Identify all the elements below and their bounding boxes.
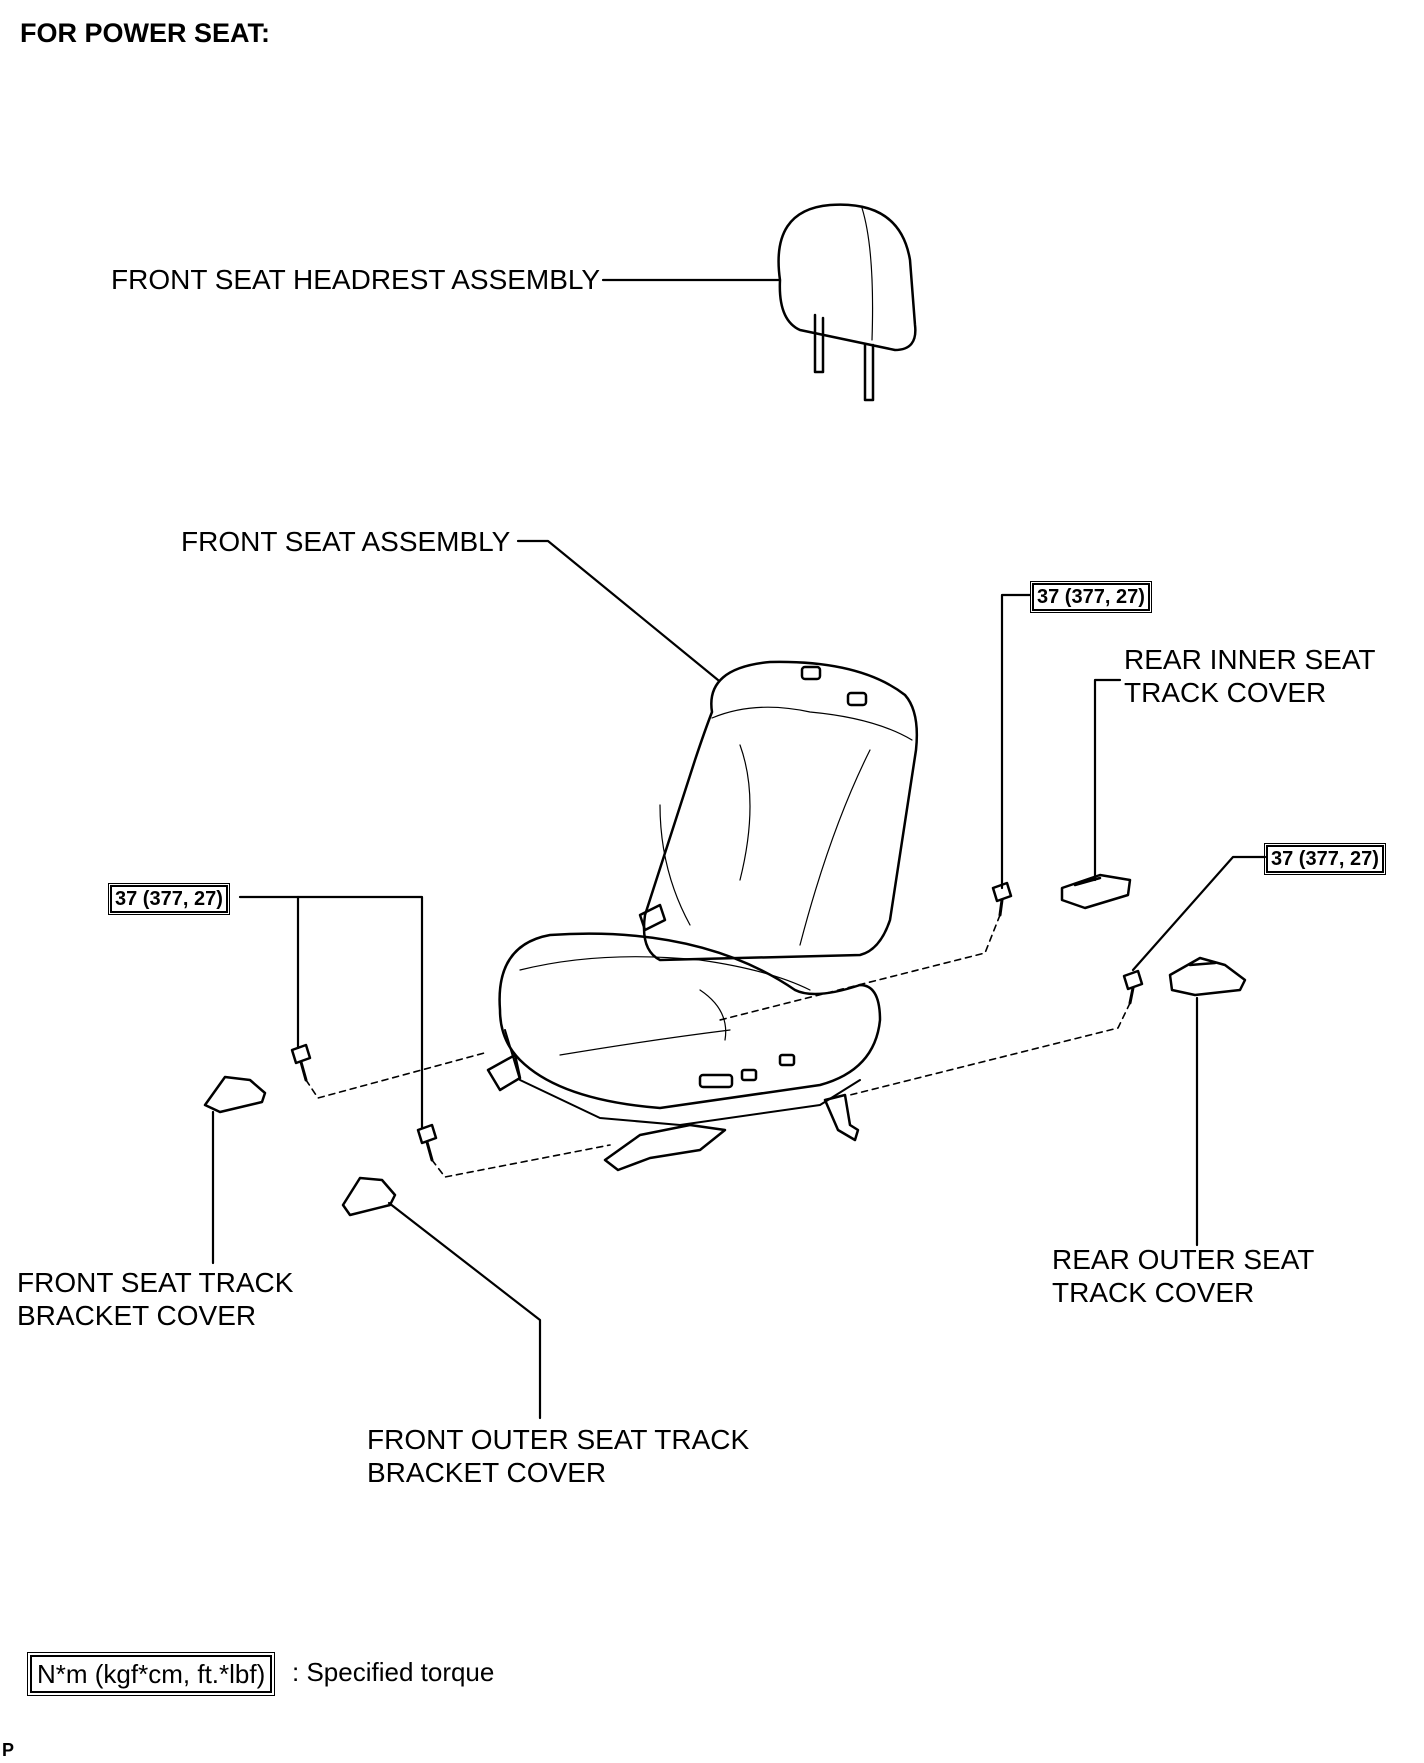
legend-description: : Specified torque: [292, 1657, 495, 1687]
bolt-right-icon: [1122, 969, 1144, 1005]
dashed-lines: [305, 914, 1131, 1178]
headrest-drawing: [777, 203, 917, 402]
seat-rails-drawing: [486, 1053, 860, 1172]
leader-lines: [211, 278, 1267, 1420]
label-rear-outer-cover: REAR OUTER SEAT TRACK COVER: [1052, 1244, 1315, 1308]
label-front-track-cover: FRONT SEAT TRACK BRACKET COVER: [17, 1267, 294, 1331]
bolt-left-upper-icon: [290, 1043, 312, 1082]
torque-badge-right: 37 (377, 27): [1264, 843, 1386, 875]
torque-badge-top-right: 37 (377, 27): [1030, 581, 1152, 613]
label-front-outer-cover: FRONT OUTER SEAT TRACK BRACKET COVER: [367, 1424, 750, 1488]
label-rear-inner-cover: REAR INNER SEAT TRACK COVER: [1124, 644, 1376, 708]
label-front-seat-assembly: FRONT SEAT ASSEMBLY: [181, 526, 511, 557]
front-outer-cover-drawing: [341, 1176, 397, 1217]
rear-outer-cover-drawing: [1168, 956, 1247, 997]
legend-unit-box: N*m (kgf*cm, ft.*lbf): [26, 1652, 276, 1696]
label-headrest: FRONT SEAT HEADREST ASSEMBLY: [111, 264, 601, 295]
corner-mark: P: [2, 1740, 15, 1760]
torque-badge-left: 37 (377, 27): [108, 883, 230, 915]
bolt-left-lower-icon: [416, 1123, 438, 1162]
page-title: FOR POWER SEAT:: [20, 18, 271, 48]
seat-back-drawing: [638, 660, 919, 962]
seat-cushion-drawing: [498, 932, 882, 1126]
front-track-cover-drawing: [203, 1075, 267, 1114]
